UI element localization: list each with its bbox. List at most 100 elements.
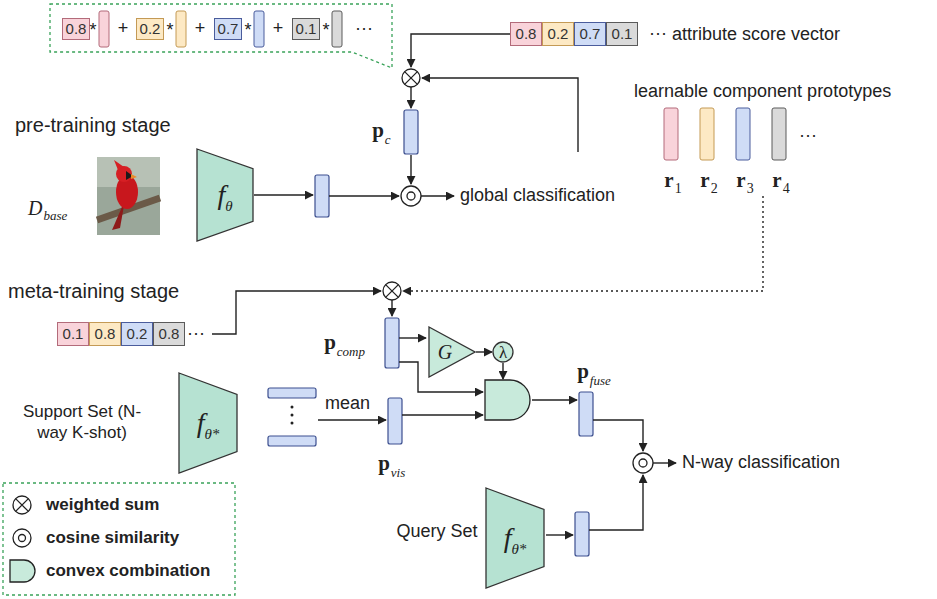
lambda-circle: λ bbox=[492, 341, 514, 363]
subscript: θ* bbox=[511, 541, 526, 557]
node-label: 0.8 bbox=[95, 326, 116, 342]
vector-bar bbox=[176, 11, 186, 47]
label: ··· bbox=[799, 125, 817, 147]
node-text: G bbox=[438, 341, 452, 363]
label: + bbox=[195, 18, 206, 40]
node-text: 0.2 bbox=[140, 20, 161, 37]
node-label: 0.1 bbox=[612, 26, 633, 42]
score-cell: 0.2 bbox=[542, 22, 574, 46]
node-text: f bbox=[217, 179, 225, 210]
score-cell: 0.8 bbox=[62, 18, 90, 40]
subscript: θ bbox=[225, 198, 232, 214]
node-label: 0.8 bbox=[66, 21, 87, 37]
triangle-shape bbox=[429, 327, 475, 377]
label: pre-training stage bbox=[15, 113, 171, 137]
node-text: 0.1 bbox=[63, 325, 84, 342]
vector-bar bbox=[332, 11, 342, 47]
encoder-trapezoid: fθ* bbox=[178, 372, 238, 474]
score-cell: 0.8 bbox=[510, 22, 542, 46]
node-outline bbox=[178, 372, 238, 474]
node-label: 0.2 bbox=[127, 326, 148, 342]
prototype-bar bbox=[736, 108, 750, 160]
score-cell: 0.2 bbox=[121, 322, 153, 346]
node-text: 0.2 bbox=[127, 325, 148, 342]
label: r bbox=[736, 168, 745, 193]
circle-shape bbox=[493, 342, 513, 362]
trapezoid-shape bbox=[179, 373, 237, 473]
node-label: fθ* bbox=[197, 409, 220, 437]
prototype-bar bbox=[664, 108, 678, 160]
node-label: 0.7 bbox=[218, 21, 239, 37]
node-label: fθ bbox=[217, 181, 232, 209]
label: * bbox=[322, 20, 329, 42]
node-text: λ bbox=[499, 343, 507, 362]
node-text: 0.8 bbox=[66, 20, 87, 37]
legend-text: convex combination bbox=[46, 561, 210, 581]
node-label: 0.2 bbox=[140, 21, 161, 37]
legend-symbols bbox=[10, 496, 35, 582]
node-text: f bbox=[197, 407, 205, 438]
label: global classification bbox=[460, 185, 615, 207]
label: p bbox=[372, 118, 384, 143]
score-cell: 0.1 bbox=[606, 22, 638, 46]
prototype-bar bbox=[700, 108, 714, 160]
label: N-way classification bbox=[682, 452, 840, 474]
legend-box bbox=[3, 483, 235, 595]
label: * bbox=[166, 20, 173, 42]
generator-triangle: G bbox=[428, 326, 476, 378]
label: p bbox=[324, 330, 336, 355]
node-label: 0.8 bbox=[516, 26, 537, 42]
score-cell: 0.2 bbox=[136, 18, 164, 40]
node-label: 0.7 bbox=[580, 26, 601, 42]
node-label: 0.8 bbox=[159, 326, 180, 342]
node-label: 0.2 bbox=[548, 26, 569, 42]
subscript: fuse bbox=[590, 373, 611, 389]
operators bbox=[383, 69, 653, 473]
node-text: 0.1 bbox=[612, 25, 633, 42]
node-label: λ bbox=[499, 344, 507, 361]
label: ··· bbox=[649, 23, 667, 45]
node-text: 0.8 bbox=[159, 325, 180, 342]
node-label: G bbox=[438, 342, 466, 362]
score-cell: 0.8 bbox=[153, 322, 185, 346]
subscript: θ* bbox=[204, 426, 219, 442]
label: meta-training stage bbox=[8, 279, 179, 303]
node-label: 0.1 bbox=[63, 326, 84, 342]
label: Query Set bbox=[396, 521, 477, 543]
subscript: vis bbox=[391, 465, 405, 481]
subscript: comp bbox=[337, 344, 365, 360]
feature-bars bbox=[268, 110, 593, 556]
subscript: base bbox=[43, 208, 67, 224]
vector-bar bbox=[99, 11, 109, 47]
node-outline bbox=[485, 487, 545, 589]
label: mean bbox=[325, 393, 370, 415]
node-label: fθ* bbox=[504, 524, 527, 552]
label: * bbox=[89, 20, 96, 42]
node-label: 0.1 bbox=[296, 21, 317, 37]
node-text: 0.8 bbox=[516, 25, 537, 42]
connector bbox=[476, 351, 492, 352]
node-text: 0.7 bbox=[218, 20, 239, 37]
label: p bbox=[577, 359, 589, 384]
subscript: 3 bbox=[747, 181, 754, 198]
vertical-dots bbox=[291, 406, 294, 425]
label: + bbox=[118, 18, 129, 40]
label: + bbox=[273, 18, 284, 40]
label: Support Set (N-way K-shot) bbox=[17, 401, 147, 444]
node-text: 0.1 bbox=[296, 20, 317, 37]
subscript: 4 bbox=[783, 181, 790, 198]
formula-box bbox=[50, 4, 392, 68]
vector-bar bbox=[254, 11, 264, 47]
score-cell: 0.1 bbox=[292, 18, 320, 40]
encoder-trapezoid: fθ* bbox=[485, 487, 545, 589]
score-cell: 0.7 bbox=[574, 22, 606, 46]
encoder-trapezoid: fθ bbox=[196, 148, 254, 242]
score-cell: 0.1 bbox=[57, 322, 89, 346]
label: r bbox=[772, 168, 781, 193]
label: learnable component prototypes bbox=[634, 81, 891, 103]
label: r bbox=[700, 168, 709, 193]
trapezoid-shape bbox=[197, 149, 253, 241]
node-text: 0.7 bbox=[580, 25, 601, 42]
node-text: f bbox=[504, 522, 512, 553]
